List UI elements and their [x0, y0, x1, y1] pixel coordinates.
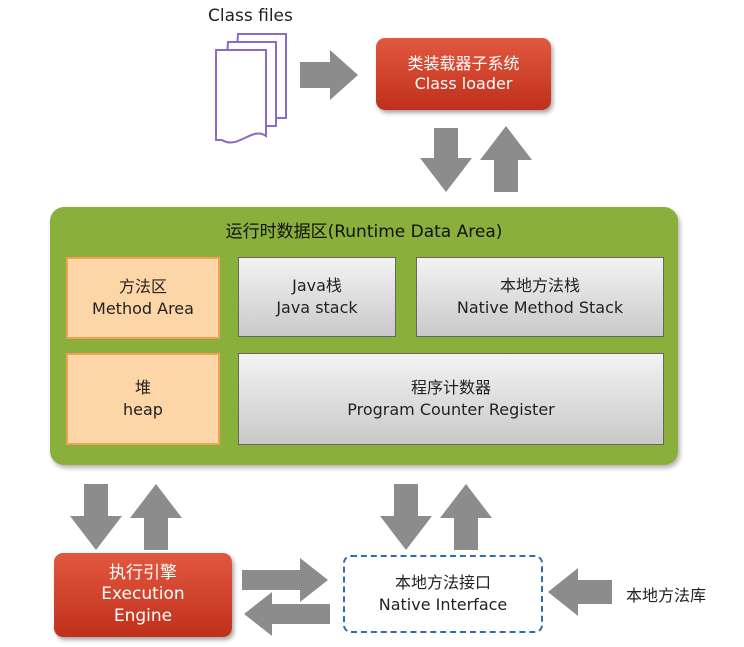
arrow-engine-to-runtime: [130, 484, 182, 550]
java-stack-en: Java stack: [276, 298, 358, 317]
class-loader-cn: 类装载器子系统: [407, 54, 520, 73]
method-area-en: Method Area: [92, 299, 194, 318]
arrow-engine-to-native: [242, 558, 328, 602]
java-stack-cn: Java栈: [292, 276, 342, 296]
arrow-runtime-to-engine: [70, 484, 122, 550]
arrow-native-to-engine: [244, 592, 330, 636]
method-area-box: 方法区 Method Area: [66, 257, 220, 339]
arrow-runtime-to-native: [380, 484, 432, 550]
arrow-loader-down: [420, 128, 472, 192]
native-interface-cn: 本地方法接口: [394, 573, 491, 593]
runtime-data-area-title: 运行时数据区(Runtime Data Area): [225, 222, 503, 242]
method-area-cn: 方法区: [118, 277, 167, 297]
pc-register-box: 程序计数器 Program Counter Register: [238, 353, 664, 445]
heap-en: heap: [123, 400, 163, 419]
runtime-data-area: 运行时数据区(Runtime Data Area) 方法区 Method Are…: [50, 207, 678, 465]
heap-cn: 堆: [134, 378, 151, 398]
class-files-label: Class files: [208, 6, 293, 26]
native-interface-en: Native Interface: [378, 595, 508, 614]
pc-register-cn: 程序计数器: [410, 378, 491, 398]
class-loader-en: Class loader: [414, 74, 513, 93]
native-method-stack-cn: 本地方法栈: [499, 276, 580, 296]
native-method-stack-en: Native Method Stack: [456, 298, 624, 317]
arrow-native-to-runtime: [440, 484, 492, 550]
execution-engine-cn: 执行引擎: [109, 563, 177, 584]
execution-engine-en-1: Execution: [101, 584, 185, 605]
arrow-loader-up: [480, 126, 532, 192]
native-library-label: 本地方法库: [626, 586, 707, 605]
pc-register-en: Program Counter Register: [347, 400, 555, 419]
arrow-lib-to-native: [548, 568, 612, 616]
class-files-icon: [215, 33, 287, 144]
arrow-files-to-loader: [300, 50, 358, 100]
heap-box: 堆 heap: [66, 353, 220, 445]
native-method-stack-box: 本地方法栈 Native Method Stack: [416, 257, 664, 337]
execution-engine-en-2: Engine: [113, 605, 173, 626]
native-interface-box: 本地方法接口 Native Interface: [343, 555, 543, 633]
java-stack-box: Java栈 Java stack: [238, 257, 396, 337]
execution-engine-box: 执行引擎 Execution Engine: [54, 553, 232, 637]
class-loader-box: 类装载器子系统 Class loader: [376, 38, 551, 110]
